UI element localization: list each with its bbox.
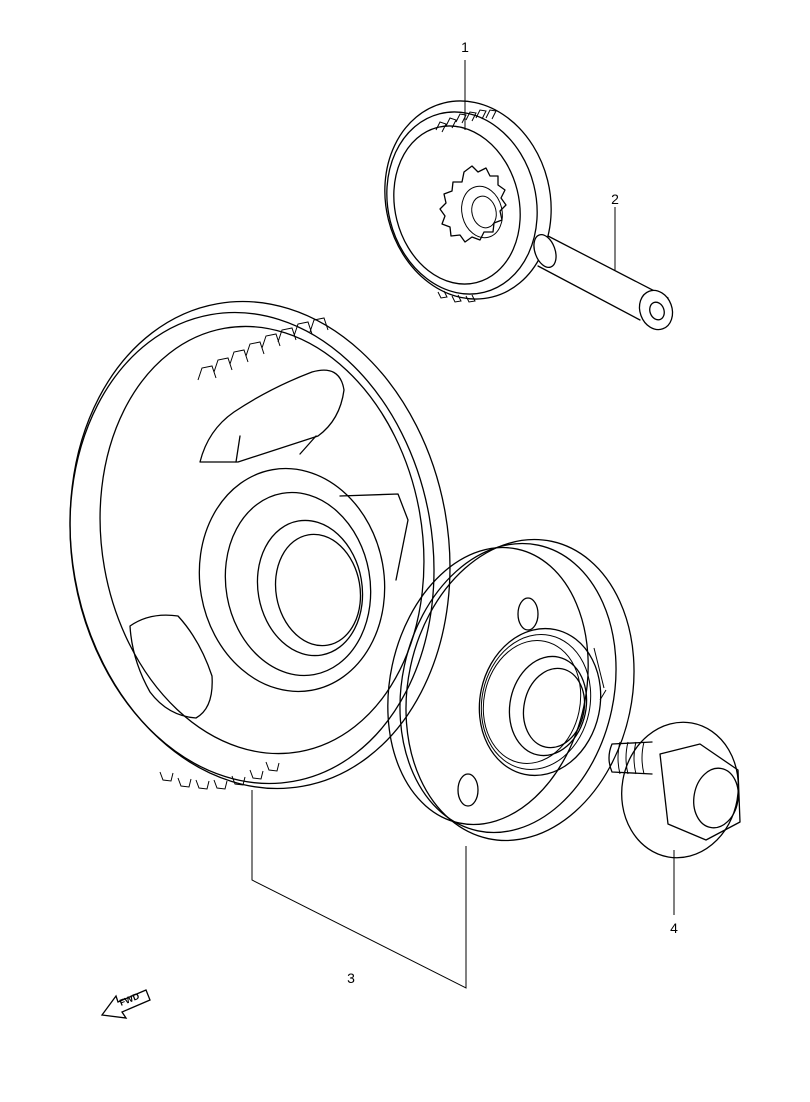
part-3-driven-gear [69, 300, 451, 790]
part-3-starter-clutch [387, 538, 635, 842]
callout-part-2: 2 [611, 191, 619, 207]
fwd-arrow-icon: FWD [100, 989, 151, 1019]
callout-part-3: 3 [347, 970, 355, 986]
part-2-shaft [533, 234, 674, 331]
part-4-flange-bolt [608, 721, 741, 859]
callout-part-4: 4 [670, 920, 678, 936]
part-1-idler-gear [384, 100, 552, 303]
callout-part-1: 1 [461, 39, 469, 55]
leader-lines [251, 60, 675, 989]
leader-part-3 [251, 790, 467, 989]
